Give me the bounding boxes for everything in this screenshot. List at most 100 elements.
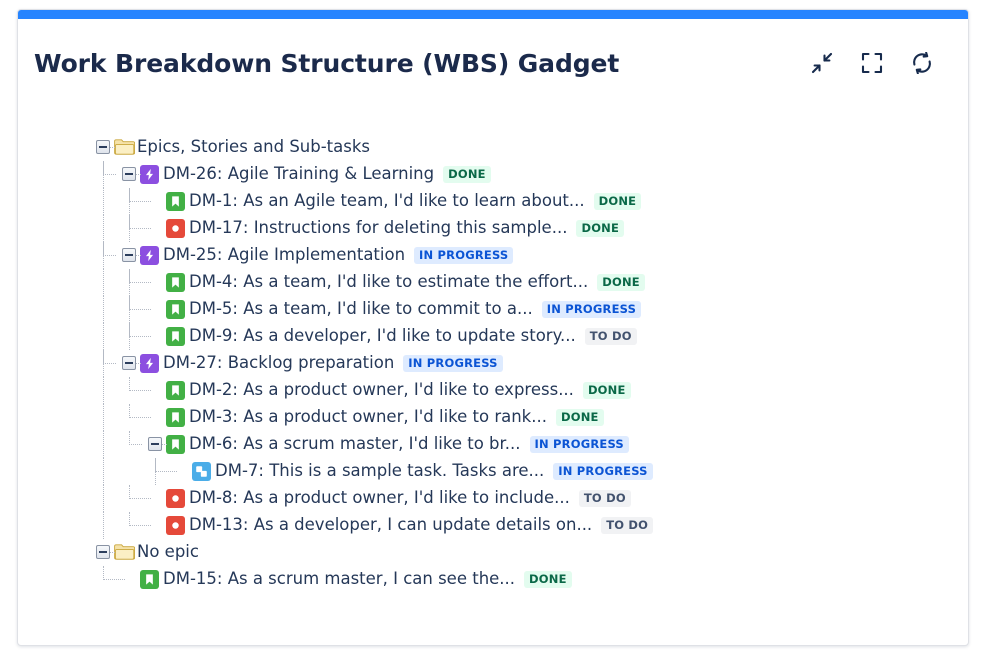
tree-group-label: Epics, Stories and Sub-tasks	[137, 137, 371, 157]
tree-row[interactable]: DM-13: As a developer, I can update deta…	[18, 512, 968, 539]
tree-guides	[18, 215, 166, 242]
tree-guides	[18, 512, 166, 539]
tree-guides	[18, 458, 192, 485]
tree-guide-elbow	[103, 350, 105, 364]
tree-row[interactable]: DM-4: As a team, I'd like to estimate th…	[18, 269, 968, 296]
tree-guide-elbow	[129, 296, 131, 310]
tree-row[interactable]: DM-6: As a scrum master, I'd like to br.…	[18, 431, 968, 458]
tree-guides	[18, 161, 141, 188]
tree-guide-connector	[155, 471, 177, 473]
tree-toggle-collapse[interactable]	[122, 356, 136, 370]
accent-bar	[18, 10, 968, 19]
tree-guide-elbow	[129, 404, 131, 418]
tree-toggle-collapse[interactable]	[96, 140, 110, 154]
header-actions	[808, 49, 936, 77]
epic-icon	[140, 246, 159, 265]
status-badge: DONE	[524, 570, 572, 589]
tree-toggle-collapse[interactable]	[122, 248, 136, 262]
tree-row[interactable]: DM-1: As an Agile team, I'd like to lear…	[18, 188, 968, 215]
tree-row[interactable]: DM-7: This is a sample task. Tasks are..…	[18, 458, 968, 485]
bug-icon	[166, 516, 185, 535]
issue-link[interactable]: DM-27: Backlog preparation	[163, 353, 395, 373]
tree-row[interactable]: DM-17: Instructions for deleting this sa…	[18, 215, 968, 242]
status-badge: IN PROGRESS	[541, 300, 642, 319]
tree-row[interactable]: DM-9: As a developer, I'd like to update…	[18, 323, 968, 350]
tree-guides	[18, 539, 115, 566]
status-badge: IN PROGRESS	[553, 462, 653, 481]
tree-guides	[18, 296, 166, 323]
tree-guide-line	[103, 296, 105, 323]
issue-link[interactable]: DM-3: As a product owner, I'd like to ra…	[189, 407, 547, 427]
issue-link[interactable]: DM-1: As an Agile team, I'd like to lear…	[189, 191, 585, 211]
issue-link[interactable]: DM-15: As a scrum master, I can see the.…	[163, 569, 516, 589]
folder-icon	[114, 543, 136, 562]
tree-row[interactable]: DM-15: As a scrum master, I can see the.…	[18, 566, 968, 593]
tree-guide-elbow	[129, 215, 131, 229]
tree-toggle-collapse[interactable]	[148, 437, 162, 451]
issue-link[interactable]: DM-6: As a scrum master, I'd like to br.…	[189, 434, 521, 454]
tree-guide-connector	[162, 444, 167, 446]
tree-group-label: No epic	[137, 542, 199, 562]
tree-guide-elbow	[129, 377, 131, 391]
status-badge: DONE	[593, 192, 642, 211]
tree-guide-elbow	[129, 188, 131, 202]
tree-guide-line	[103, 485, 105, 512]
collapse-icon[interactable]	[808, 49, 836, 77]
tree-row[interactable]: DM-2: As a product owner, I'd like to ex…	[18, 377, 968, 404]
tree-row[interactable]: Epics, Stories and Sub-tasks	[18, 134, 968, 161]
status-badge: DONE	[597, 273, 645, 292]
issue-link[interactable]: DM-2: As a product owner, I'd like to ex…	[189, 380, 574, 400]
tree-guides	[18, 485, 166, 512]
status-badge: DONE	[555, 408, 604, 427]
story-icon	[166, 300, 185, 319]
tree-guide-line	[103, 323, 105, 350]
status-badge: IN PROGRESS	[403, 354, 503, 373]
tree-row[interactable]: DM-25: Agile Implementation IN PROGRESS	[18, 242, 968, 269]
tree-guide-connector	[129, 309, 151, 311]
page-title: Work Breakdown Structure (WBS) Gadget	[34, 48, 620, 78]
tree-row[interactable]: DM-5: As a team, I'd like to commit to a…	[18, 296, 968, 323]
status-badge: DONE	[576, 219, 625, 238]
tree-guide-connector	[103, 255, 116, 257]
story-icon	[140, 570, 159, 589]
tree-guide-connector	[129, 201, 151, 203]
tree-guide-connector	[129, 417, 151, 419]
tree-guide-elbow	[129, 323, 131, 337]
tree-toggle-collapse[interactable]	[122, 167, 136, 181]
status-badge: DONE	[443, 165, 491, 184]
tree-guide-elbow	[103, 566, 105, 580]
tree-guide-line	[103, 269, 105, 296]
tree-guides	[18, 188, 166, 215]
fullscreen-icon[interactable]	[858, 49, 886, 77]
tree-guides	[18, 404, 166, 431]
tree-row[interactable]: DM-26: Agile Training & Learning DONE	[18, 161, 968, 188]
tree-toggle-collapse[interactable]	[96, 545, 110, 559]
tree-guide-elbow	[129, 431, 131, 445]
issue-link[interactable]: DM-17: Instructions for deleting this sa…	[189, 218, 568, 238]
issue-link[interactable]: DM-4: As a team, I'd like to estimate th…	[189, 272, 589, 292]
tree-guide-connector	[110, 552, 115, 554]
issue-link[interactable]: DM-8: As a product owner, I'd like to in…	[189, 488, 570, 508]
tree-guides	[18, 377, 166, 404]
issue-link[interactable]: DM-25: Agile Implementation	[163, 245, 406, 265]
tree-guide-line	[103, 458, 105, 485]
refresh-icon[interactable]	[908, 49, 936, 77]
issue-link[interactable]: DM-26: Agile Training & Learning	[163, 164, 435, 184]
issue-link[interactable]: DM-9: As a developer, I'd like to update…	[189, 326, 576, 346]
tree-row[interactable]: DM-8: As a product owner, I'd like to in…	[18, 485, 968, 512]
tree-row[interactable]: DM-27: Backlog preparation IN PROGRESS	[18, 350, 968, 377]
status-badge: IN PROGRESS	[414, 246, 514, 265]
tree-row[interactable]: No epic	[18, 539, 968, 566]
bug-icon	[166, 489, 185, 508]
tree-guide-line	[103, 377, 105, 404]
status-badge: DONE	[582, 381, 631, 400]
tree-guide-connector	[129, 444, 142, 446]
tree-guide-elbow	[155, 458, 157, 472]
tree-guides	[18, 242, 141, 269]
issue-link[interactable]: DM-7: This is a sample task. Tasks are..…	[215, 461, 545, 481]
issue-link[interactable]: DM-13: As a developer, I can update deta…	[189, 515, 593, 535]
issue-link[interactable]: DM-5: As a team, I'd like to commit to a…	[189, 299, 533, 319]
tree-guides	[18, 269, 166, 296]
tree-row[interactable]: DM-3: As a product owner, I'd like to ra…	[18, 404, 968, 431]
story-icon	[166, 408, 185, 427]
